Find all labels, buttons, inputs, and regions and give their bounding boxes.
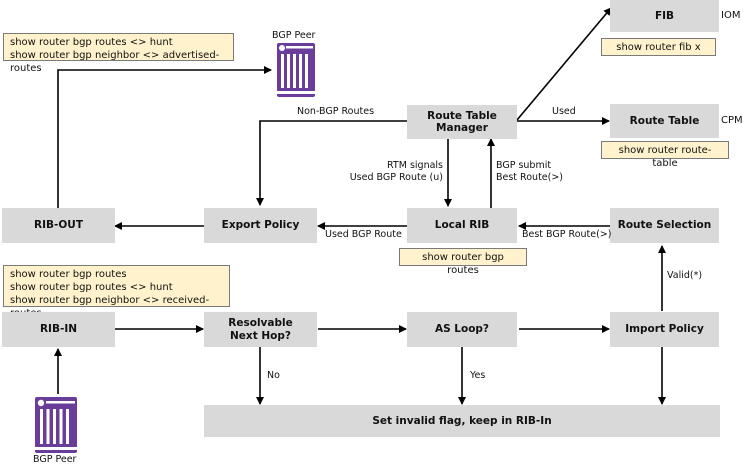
label-used: Used — [552, 106, 576, 117]
label-bgp-submit: BGP submit Best Route(>) — [496, 160, 564, 183]
rtm-box: Route Table Manager — [407, 105, 517, 139]
rib-out-box: RIB-OUT — [2, 208, 115, 243]
label-best-bgp-route: Best BGP Route(>) — [522, 229, 612, 240]
as-loop-box: AS Loop? — [407, 312, 517, 347]
peer-bottom-label: BGP Peer — [33, 454, 77, 465]
fib-box: FIB — [610, 0, 719, 32]
label-yes: Yes — [470, 370, 486, 381]
note-top-left: show router bgp routes <> hunt show rout… — [3, 33, 234, 74]
note-route-table: show router route-table — [601, 141, 729, 169]
resolvable-box: Resolvable Next Hop? — [204, 312, 317, 347]
label-used-bgp-route: Used BGP Route — [325, 229, 402, 240]
bgp-peer-top-icon — [277, 43, 315, 97]
iom-label: IOM — [721, 10, 741, 21]
route-table-box: Route Table — [610, 104, 719, 138]
edge-rtm-fib — [516, 7, 612, 121]
invalid-flag-box: Set invalid flag, keep in RIB-In — [204, 405, 720, 437]
peer-top-label: BGP Peer — [272, 30, 316, 41]
edge-rtm-export — [256, 120, 408, 206]
route-selection-box: Route Selection — [610, 208, 719, 243]
local-rib-box: Local RIB — [407, 208, 517, 243]
label-rtm-signals: RTM signals Used BGP Route (u) — [349, 160, 443, 183]
bgp-peer-bottom-icon — [35, 397, 77, 453]
label-non-bgp: Non-BGP Routes — [297, 106, 375, 117]
note-local-rib: show router bgp routes — [399, 248, 527, 276]
label-valid: Valid(*) — [667, 270, 703, 281]
rib-in-box: RIB-IN — [2, 312, 115, 347]
note-fib: show router fib x — [601, 38, 716, 56]
export-policy-box: Export Policy — [204, 208, 317, 243]
note-rib-in: show router bgp routes show router bgp r… — [3, 265, 230, 319]
import-policy-box: Import Policy — [610, 312, 719, 347]
label-no: No — [267, 370, 280, 381]
edge-ribout-peer — [57, 66, 272, 208]
cpm-label: CPM — [721, 115, 743, 126]
